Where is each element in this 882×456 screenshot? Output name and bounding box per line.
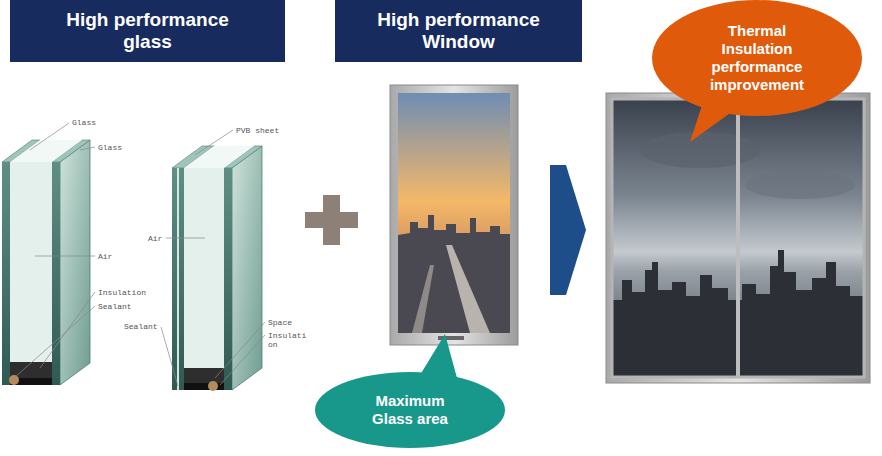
window-glass (612, 99, 864, 377)
window-frame (390, 85, 518, 345)
space-top (184, 146, 254, 168)
speech-bubble: Thermal Insulation performance improveme… (652, 0, 862, 116)
city-skyline (398, 215, 510, 333)
sealant-strip (184, 383, 224, 390)
sash-frame (612, 99, 864, 377)
window-glass (398, 93, 510, 333)
pvb-sheet (177, 168, 179, 390)
part-label: Space (268, 318, 292, 327)
air-top (10, 140, 82, 162)
leader-line (220, 335, 265, 385)
sealant-bead (208, 381, 218, 391)
cloud (640, 132, 760, 168)
leader-lines (14, 123, 265, 386)
window-frame (606, 93, 870, 383)
node-text: Maximum Glass area (363, 392, 458, 428)
flow-arrow (550, 165, 586, 295)
part-label: Air (148, 234, 162, 243)
sealant-bead (9, 375, 19, 385)
plus-sign (305, 212, 358, 228)
node-text: High performance Window (366, 9, 551, 53)
speech-bubble: Maximum Glass area (315, 372, 505, 448)
leader-line (14, 306, 95, 378)
part-label: Sealant (98, 302, 132, 311)
glass-pane (224, 168, 232, 390)
part-label: Insulation (268, 331, 308, 349)
part-label: Glass (98, 143, 122, 152)
space-gap (184, 168, 224, 368)
sash-divider (736, 99, 740, 377)
header-band: High performance glass (10, 0, 285, 62)
node-text: Thermal Insulation performance improveme… (707, 22, 807, 94)
part-label: Sealant (124, 322, 158, 331)
glass-pane (179, 168, 184, 390)
leader-line (80, 147, 95, 150)
node-text: High performance glass (55, 9, 240, 53)
double-glazing-unit (2, 140, 90, 385)
band-fill (10, 0, 285, 62)
part-label: Air (98, 252, 112, 261)
leader-line (35, 256, 95, 257)
glass-pane (172, 168, 177, 390)
glass-pane (2, 162, 10, 385)
leader-line (215, 322, 265, 378)
band-fill (335, 0, 582, 62)
bubble-fill (652, 0, 862, 116)
leader-line (161, 327, 178, 386)
road (412, 265, 434, 333)
cloud (745, 171, 855, 199)
leader-line (195, 130, 233, 155)
leader-line (166, 238, 205, 239)
part-label: Glass (72, 118, 96, 127)
laminated-glazing-unit (172, 146, 262, 391)
bubble-fill (315, 372, 505, 448)
glass-pane (52, 162, 60, 385)
insulation-spacer (184, 368, 224, 383)
glass-edge (60, 140, 90, 385)
part-label: Insulation (98, 288, 146, 297)
road (446, 245, 490, 333)
leader-line (30, 123, 69, 150)
part-label: PVB sheet (236, 126, 279, 135)
sliding-window-picture (606, 93, 870, 383)
header-band: High performance Window (335, 0, 582, 62)
air-gap (10, 162, 52, 362)
window-picture (390, 85, 518, 345)
